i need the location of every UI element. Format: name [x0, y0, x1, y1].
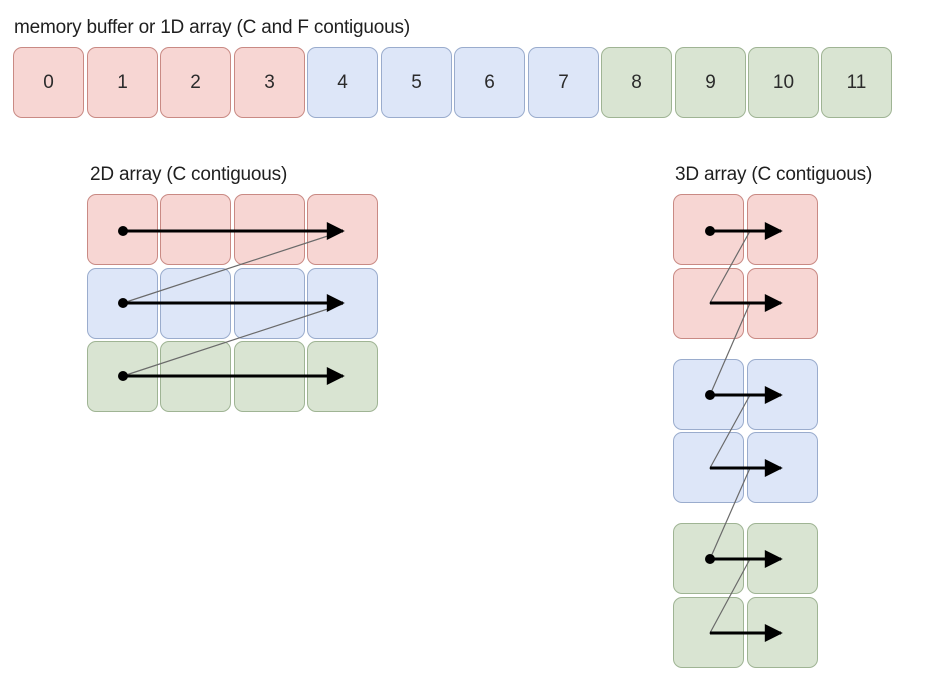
- array3d-cell: [747, 523, 818, 594]
- array2d-cell: [307, 194, 378, 265]
- array2d-cell: [160, 194, 231, 265]
- buffer-cell: 11: [821, 47, 892, 118]
- buffer-cell-label: 11: [846, 71, 867, 93]
- buffer-cell: 9: [675, 47, 746, 118]
- buffer-cell-label: 5: [411, 71, 422, 93]
- array3d-cell: [673, 359, 744, 430]
- array2d-cell: [160, 341, 231, 412]
- buffer-cell: 5: [381, 47, 452, 118]
- buffer-cell-label: 1: [117, 71, 128, 93]
- array3d-cell: [673, 523, 744, 594]
- buffer-cell-label: 9: [705, 71, 716, 93]
- array3d-cell: [747, 268, 818, 339]
- array3d-cell: [673, 268, 744, 339]
- buffer-cell-label: 3: [264, 71, 275, 93]
- buffer-cell: 8: [601, 47, 672, 118]
- buffer-cell-label: 2: [190, 71, 201, 93]
- buffer-cell-label: 4: [337, 71, 348, 93]
- array3d-cell: [747, 359, 818, 430]
- buffer-title: memory buffer or 1D array (C and F conti…: [14, 17, 410, 38]
- array3d-title: 3D array (C contiguous): [675, 164, 873, 185]
- buffer-cell: 1: [87, 47, 158, 118]
- array2d-cell: [87, 194, 158, 265]
- buffer-cell: 10: [748, 47, 819, 118]
- array2d-cell: [87, 268, 158, 339]
- array3d-cell: [747, 194, 818, 265]
- array2d-cell: [307, 268, 378, 339]
- array2d-cell: [234, 194, 305, 265]
- array3d-cell: [747, 432, 818, 503]
- array2d-cell: [87, 341, 158, 412]
- buffer-cell-label: 0: [43, 71, 54, 93]
- buffer-cell: 0: [13, 47, 84, 118]
- buffer-cell-label: 6: [484, 71, 495, 93]
- buffer-cell-label: 10: [772, 71, 795, 93]
- array2d-title: 2D array (C contiguous): [90, 164, 288, 185]
- buffer-cell: 4: [307, 47, 378, 118]
- array3d-cell: [747, 597, 818, 668]
- buffer-cell: 3: [234, 47, 305, 118]
- buffer-cell-label: 8: [631, 71, 642, 93]
- array2d-cell: [307, 341, 378, 412]
- array2d-cell: [160, 268, 231, 339]
- buffer-cell: 2: [160, 47, 231, 118]
- array3d-cell: [673, 597, 744, 668]
- array3d-cell: [673, 194, 744, 265]
- buffer-cell: 7: [528, 47, 599, 118]
- array3d-cell: [673, 432, 744, 503]
- buffer-cell-label: 7: [558, 71, 569, 93]
- array2d-cell: [234, 268, 305, 339]
- buffer-cell: 6: [454, 47, 525, 118]
- array2d-cell: [234, 341, 305, 412]
